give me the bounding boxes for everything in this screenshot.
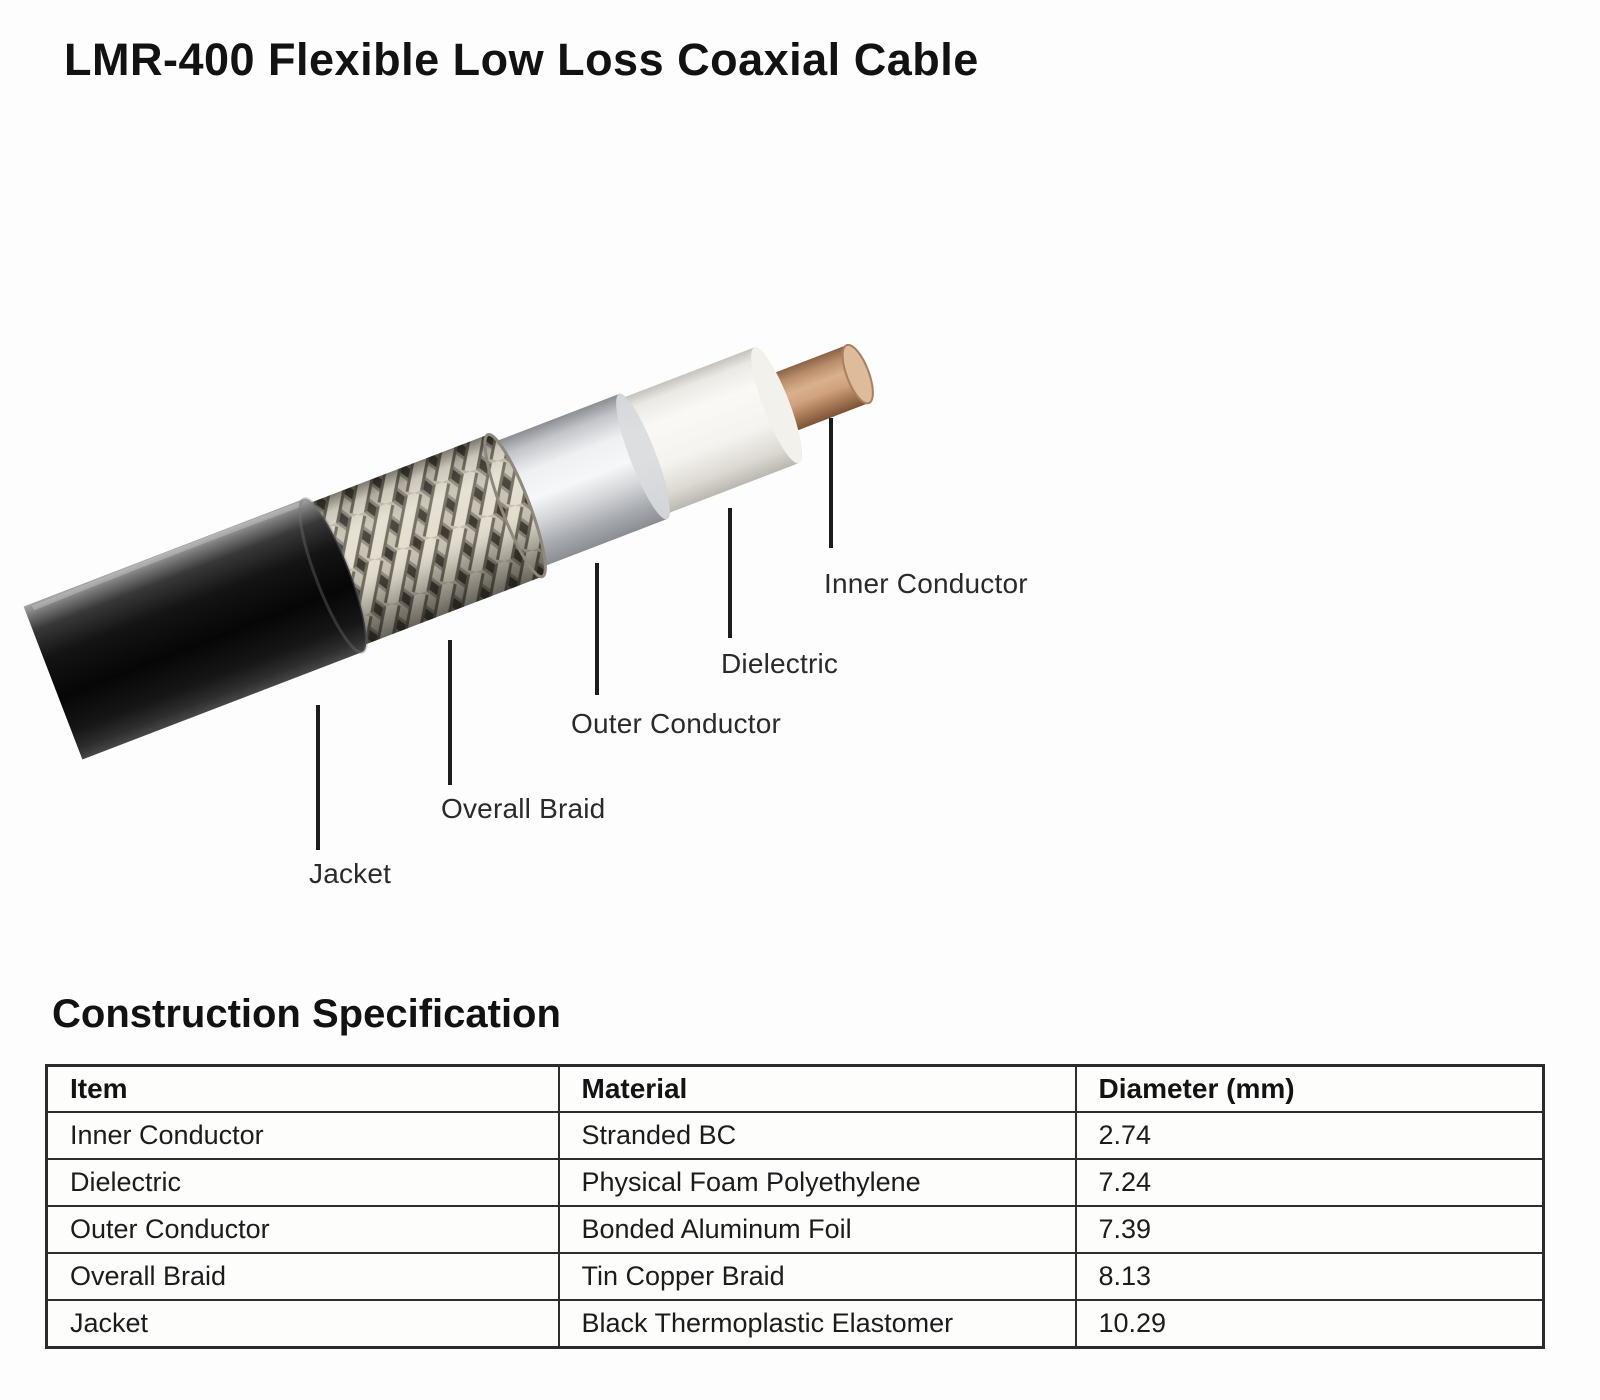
table-header-row: Item Material Diameter (mm)	[45, 1064, 1545, 1113]
overall-braid-cut-face	[483, 432, 547, 579]
table-cell: 8.13	[1074, 1252, 1545, 1301]
label-overall-braid: Overall Braid	[441, 793, 606, 824]
inner-conductor-layer	[758, 344, 873, 437]
pointer-line-outer-conductor	[595, 563, 599, 695]
table-row-overall-braid: Overall Braid Tin Copper Braid 8.13	[45, 1252, 1545, 1301]
label-dielectric: Dielectric	[721, 648, 839, 679]
table-cell: Overall Braid	[45, 1252, 560, 1301]
table-row-dielectric: Dielectric Physical Foam Polyethylene 7.…	[45, 1158, 1545, 1207]
col-header-item: Item	[45, 1064, 560, 1113]
jacket-layer	[23, 498, 367, 760]
overall-braid-layer	[282, 434, 546, 656]
pointer-line-overall-braid	[448, 640, 452, 785]
table-cell: Bonded Aluminum Foil	[557, 1205, 1077, 1254]
page-title: LMR-400 Flexible Low Loss Coaxial Cable	[64, 34, 979, 85]
table-cell: Dielectric	[45, 1158, 560, 1207]
table-row-jacket: Jacket Black Thermoplastic Elastomer 10.…	[45, 1299, 1545, 1349]
label-outer-conductor: Outer Conductor	[571, 708, 781, 739]
table-cell: Tin Copper Braid	[557, 1252, 1077, 1301]
jacket-sheen	[31, 502, 301, 611]
label-inner-conductor: Inner Conductor	[824, 568, 1028, 599]
table-row-inner-conductor: Inner Conductor Stranded BC 2.74	[45, 1111, 1545, 1160]
label-jacket: Jacket	[309, 858, 392, 889]
table-cell: 10.29	[1074, 1299, 1545, 1349]
dielectric-layer	[604, 347, 802, 521]
table-cell: Stranded BC	[557, 1111, 1077, 1160]
dielectric-cut-face	[751, 347, 802, 464]
cable-cutaway-group	[23, 343, 874, 760]
section-heading-construction-specification: Construction Specification	[52, 992, 561, 1036]
pointer-line-jacket	[316, 705, 320, 850]
table-cell: 2.74	[1074, 1111, 1545, 1160]
table-row-outer-conductor: Outer Conductor Bonded Aluminum Foil 7.3…	[45, 1205, 1545, 1254]
outer-conductor-layer	[472, 393, 670, 576]
col-header-material: Material	[557, 1064, 1077, 1113]
col-header-diameter: Diameter (mm)	[1074, 1064, 1545, 1113]
construction-spec-table: Item Material Diameter (mm) Inner Conduc…	[45, 1064, 1545, 1349]
table-cell: Black Thermoplastic Elastomer	[557, 1299, 1077, 1349]
pointer-line-dielectric	[728, 508, 732, 638]
table-cell: 7.24	[1074, 1158, 1545, 1207]
inner-conductor-cut-face	[841, 343, 874, 405]
overall-braid-shading	[282, 434, 546, 656]
table-cell: Outer Conductor	[45, 1205, 560, 1254]
table-cell: 7.39	[1074, 1205, 1545, 1254]
pointer-line-inner-conductor	[829, 418, 833, 548]
table-cell: Inner Conductor	[45, 1111, 560, 1160]
table-cell: Jacket	[45, 1299, 560, 1349]
outer-conductor-cut-face	[616, 393, 670, 520]
table-cell: Physical Foam Polyethylene	[557, 1158, 1077, 1207]
jacket-cut-face	[298, 497, 368, 654]
